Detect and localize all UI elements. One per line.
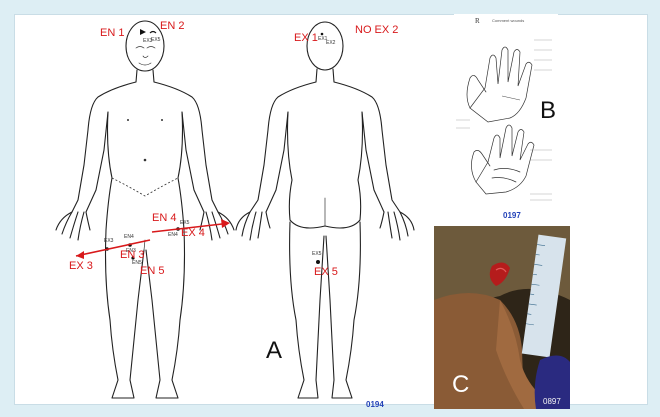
head-mark-2: EX5 — [151, 37, 161, 43]
label-en5: EN 5 — [140, 265, 164, 277]
label-en2: EN 2 — [160, 20, 184, 32]
panel-c-number: 0897 — [543, 397, 561, 406]
leg-mark-2: EN4 — [124, 234, 134, 240]
panel-b-hands: R Comment wounds B 0197 — [454, 14, 558, 220]
back-mark-3: EX5 — [312, 251, 322, 257]
panel-a-number: 0194 — [366, 400, 384, 409]
panel-b-heading-note: Comment wounds — [492, 18, 524, 23]
leg-mark-3: EX5 — [180, 220, 190, 226]
panel-c-letter: C — [452, 371, 469, 398]
front-body-diagram — [56, 21, 234, 398]
label-back-ex5: EX 5 — [314, 266, 338, 278]
leg-mark-1: EX3 — [104, 238, 114, 244]
panel-b-heading: R — [475, 17, 480, 25]
label-ex3: EX 3 — [69, 260, 93, 272]
back-body-diagram: EX1 EX2 EX5 — [236, 22, 414, 398]
panel-b-number: 0197 — [503, 211, 521, 220]
panel-b-letter: B — [540, 97, 556, 124]
label-back-ex1: EX 1 — [294, 32, 318, 44]
front-head-wounds: EX3 EX5 — [140, 29, 161, 44]
trajectory-arrows — [76, 219, 230, 259]
panel-c-photo: C 0897 — [434, 226, 570, 409]
label-en1: EN 1 — [100, 27, 124, 39]
label-en4: EN 4 — [152, 212, 176, 224]
label-en3: EN 3 — [120, 249, 144, 261]
back-mark-2: EX2 — [326, 40, 336, 46]
label-ex4: EX 4 — [181, 227, 205, 239]
label-back-noex2: NO EX 2 — [355, 24, 398, 36]
leg-mark-4: EN4 — [168, 232, 178, 238]
panel-a-letter: A — [266, 337, 282, 364]
